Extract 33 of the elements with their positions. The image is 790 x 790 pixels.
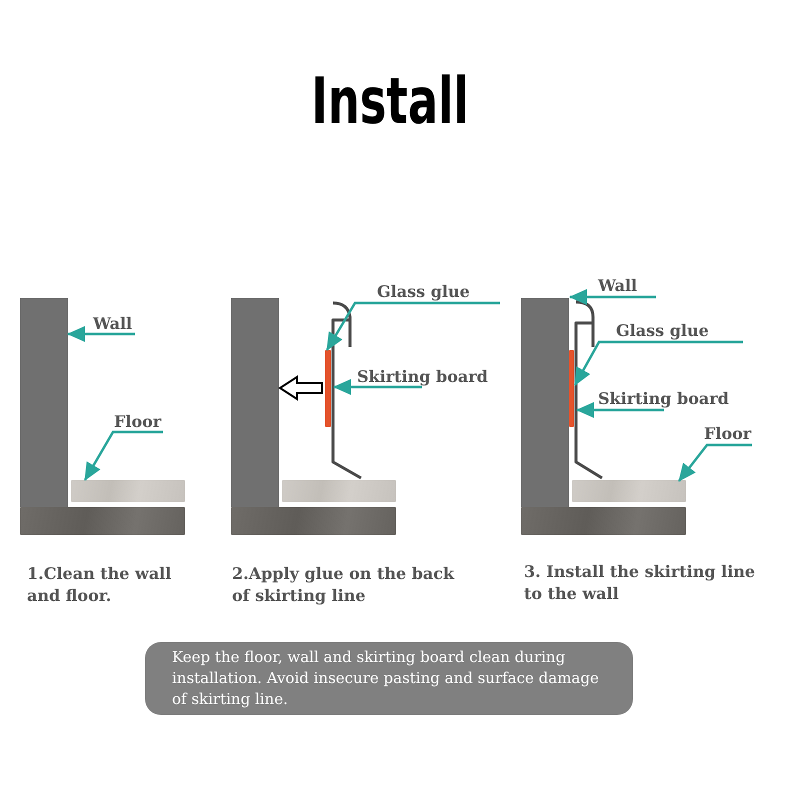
subfloor-slab: [521, 507, 686, 535]
floor-tile: [572, 480, 686, 502]
glue-strip: [325, 350, 331, 427]
leader-arrow: [326, 302, 500, 351]
subfloor-slab: [20, 507, 185, 535]
step-caption: 3. Install the skirting line to the wall: [524, 561, 756, 605]
part-label: Skirting board: [598, 390, 729, 408]
hollow-arrow: [278, 375, 323, 401]
part-label: Skirting board: [357, 368, 488, 386]
part-label: Wall: [93, 315, 132, 333]
part-label: Floor: [114, 413, 162, 431]
floor-tile: [282, 480, 396, 502]
leader-arrow: [678, 444, 752, 482]
leader-arrow: [574, 340, 743, 386]
note-panel: Keep the floor, wall and skirting board clean during installation. Avoid insecure pasting and surface damage of skirting line.: [145, 642, 633, 715]
leader-arrow: [67, 326, 135, 342]
subfloor-slab: [231, 507, 396, 535]
leader-arrow: [576, 402, 664, 418]
part-label: Glass glue: [377, 283, 470, 301]
leader-arrow: [569, 289, 656, 305]
part-label: Glass glue: [616, 322, 709, 340]
leader-arrow: [84, 430, 163, 481]
step-caption: 2.Apply glue on the back of skirting line: [232, 563, 456, 607]
leader-arrow: [333, 379, 422, 395]
floor-tile: [71, 480, 185, 502]
wall: [20, 298, 68, 507]
part-label: Floor: [704, 425, 752, 443]
part-label: Wall: [598, 277, 638, 295]
wall: [521, 298, 569, 507]
step-caption: 1.Clean the wall and floor.: [27, 563, 172, 607]
glue-strip: [569, 350, 574, 427]
wall: [231, 298, 279, 507]
title: Install: [311, 70, 469, 134]
